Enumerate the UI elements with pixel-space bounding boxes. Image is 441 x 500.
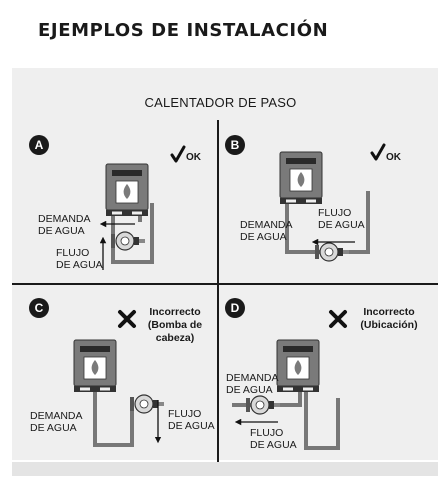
heater-unit bbox=[105, 163, 149, 217]
heater-unit bbox=[73, 339, 117, 393]
status-ok-a: OK bbox=[186, 152, 201, 163]
pump-icon bbox=[110, 231, 146, 251]
pump-icon bbox=[245, 395, 281, 415]
panel-badge-c: C bbox=[29, 298, 49, 318]
horizontal-divider bbox=[12, 283, 438, 285]
pump-icon bbox=[314, 242, 350, 262]
status-ok-b: OK bbox=[386, 152, 401, 163]
panel-badge-b: B bbox=[225, 135, 245, 155]
check-icon bbox=[370, 143, 386, 161]
panel-d-diagram bbox=[232, 310, 347, 450]
panel-badge-a: A bbox=[29, 135, 49, 155]
diagram-background bbox=[12, 68, 438, 460]
page-title: EJEMPLOS DE INSTALACIÓN bbox=[38, 20, 329, 41]
cross-icon bbox=[118, 310, 136, 328]
vertical-divider bbox=[217, 120, 219, 462]
bottom-shade bbox=[12, 462, 438, 476]
diagram-subtitle: CALENTADOR DE PASO bbox=[144, 95, 297, 110]
panel-a-diagram bbox=[99, 145, 186, 270]
panel-badge-d: D bbox=[225, 298, 245, 318]
cross-icon bbox=[329, 310, 347, 328]
status-incorrect-c: Incorrecto (Bomba de cabeza) bbox=[147, 306, 203, 344]
panel-b-diagram bbox=[279, 143, 386, 262]
panel-c-diagram bbox=[73, 310, 165, 447]
heater-unit bbox=[279, 151, 323, 205]
pump-icon bbox=[129, 394, 165, 414]
check-icon bbox=[170, 145, 186, 163]
status-incorrect-d: Incorrecto (Ubicación) bbox=[360, 306, 418, 331]
heater-unit bbox=[276, 339, 320, 393]
